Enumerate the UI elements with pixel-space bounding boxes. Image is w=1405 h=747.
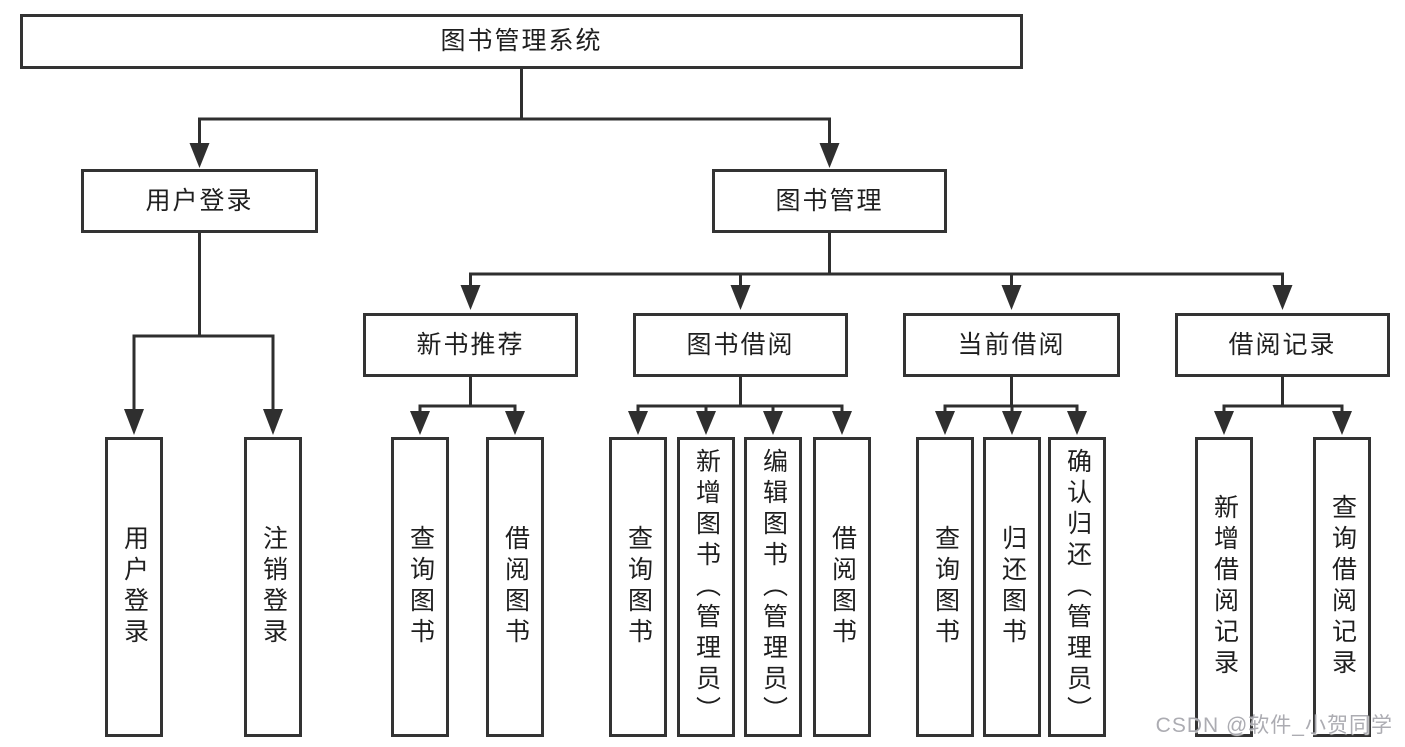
- node-root: 图书管理系统: [20, 14, 1023, 69]
- leaf-user-login: 用户登录: [105, 437, 163, 737]
- leaf-borrow-books-recommend: 借阅图书: [486, 437, 544, 737]
- leaf-query-books-borrow: 查询图书: [609, 437, 667, 737]
- leaf-logout: 注销登录: [244, 437, 302, 737]
- node-new-book-recommend: 新书推荐: [363, 313, 578, 377]
- leaf-return-book: 归还图书: [983, 437, 1041, 737]
- leaf-edit-book-admin: 编辑图书（管理员）: [744, 437, 802, 737]
- leaf-query-borrow-record: 查询借阅记录: [1313, 437, 1371, 737]
- leaf-add-book-admin: 新增图书（管理员）: [677, 437, 735, 737]
- leaf-borrow-books: 借阅图书: [813, 437, 871, 737]
- leaf-query-books-current: 查询图书: [916, 437, 974, 737]
- leaf-add-borrow-record: 新增借阅记录: [1195, 437, 1253, 737]
- leaf-query-books-recommend: 查询图书: [391, 437, 449, 737]
- leaf-confirm-return-admin: 确认归还（管理员）: [1048, 437, 1106, 737]
- node-borrow-records: 借阅记录: [1175, 313, 1390, 377]
- node-book-borrow: 图书借阅: [633, 313, 848, 377]
- watermark: CSDN @软件_小贺同学: [1155, 714, 1393, 737]
- node-user-login: 用户登录: [81, 169, 318, 233]
- node-book-management: 图书管理: [712, 169, 947, 233]
- node-current-borrow: 当前借阅: [903, 313, 1120, 377]
